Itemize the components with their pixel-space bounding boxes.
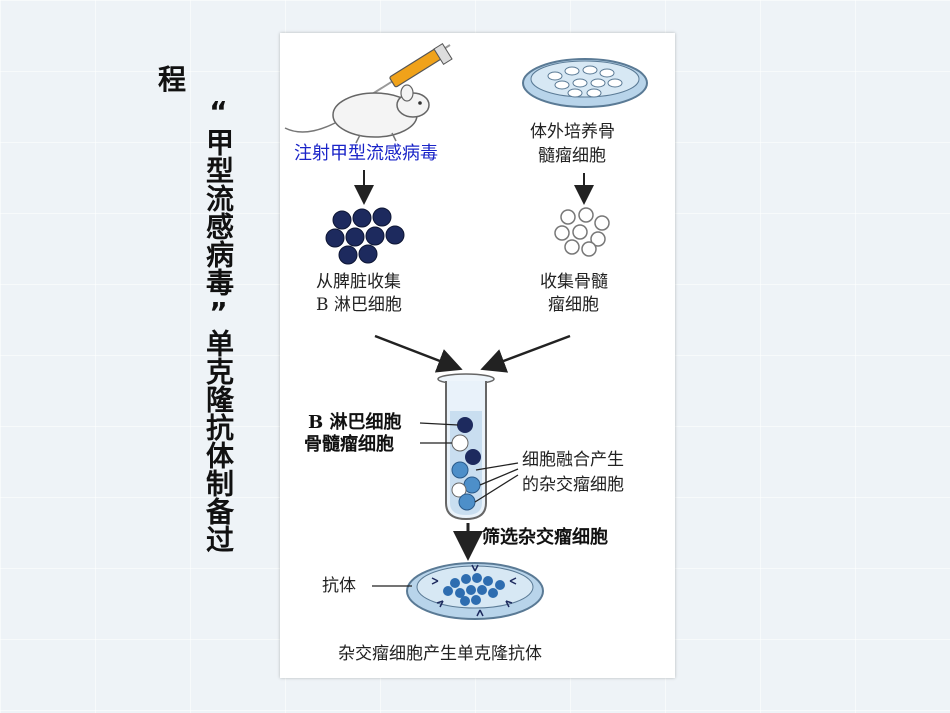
mouse-icon bbox=[284, 84, 430, 144]
slide-title-tail: 程 bbox=[158, 63, 187, 96]
fusion-label-line2: 的杂交瘤细胞 bbox=[522, 475, 624, 495]
tube-label-myeloma: 骨髓瘤细胞 bbox=[304, 434, 394, 455]
arrow-converge-left bbox=[374, 334, 463, 373]
antibody-dish-icon bbox=[406, 562, 544, 620]
antibody-label: 抗体 bbox=[322, 576, 356, 596]
pointer-fusion-3 bbox=[474, 474, 519, 503]
pointer-fusion-1 bbox=[475, 462, 519, 471]
collect-b-line2: B 淋巴细胞 bbox=[316, 295, 402, 315]
figure-panel: 注射甲型流感病毒 体外培养骨 髓瘤细胞 从脾脏收集 B 淋巴细胞 收集骨髓 瘤细… bbox=[280, 33, 675, 678]
caption: 杂交瘤细胞产生单克隆抗体 bbox=[338, 644, 542, 664]
myeloma-cell-cluster bbox=[554, 207, 610, 257]
fusion-label-line1: 细胞融合产生 bbox=[522, 450, 624, 470]
pointer-fusion-2 bbox=[479, 468, 519, 486]
slide-title: “甲型流感病毒”单克隆抗体制备过 bbox=[202, 95, 235, 553]
collect-myeloma-line1: 收集骨髓 bbox=[540, 272, 608, 292]
syringe-icon bbox=[357, 43, 453, 104]
culture-label-line1: 体外培养骨 bbox=[530, 122, 615, 142]
b-cell-cluster bbox=[325, 207, 405, 265]
test-tube-icon bbox=[437, 373, 495, 521]
culture-dish-icon bbox=[522, 58, 648, 108]
collect-myeloma-line2: 瘤细胞 bbox=[548, 295, 599, 315]
arrow-converge-right bbox=[480, 334, 571, 373]
culture-label-line2: 髓瘤细胞 bbox=[538, 146, 606, 166]
inject-label: 注射甲型流感病毒 bbox=[294, 143, 438, 164]
pointer-b-cell bbox=[419, 422, 459, 426]
collect-b-line1: 从脾脏收集 bbox=[316, 272, 401, 292]
tube-label-b-cell: B 淋巴细胞 bbox=[308, 412, 402, 433]
diagram-graphics bbox=[284, 43, 648, 620]
screen-label: 筛选杂交瘤细胞 bbox=[482, 527, 608, 548]
